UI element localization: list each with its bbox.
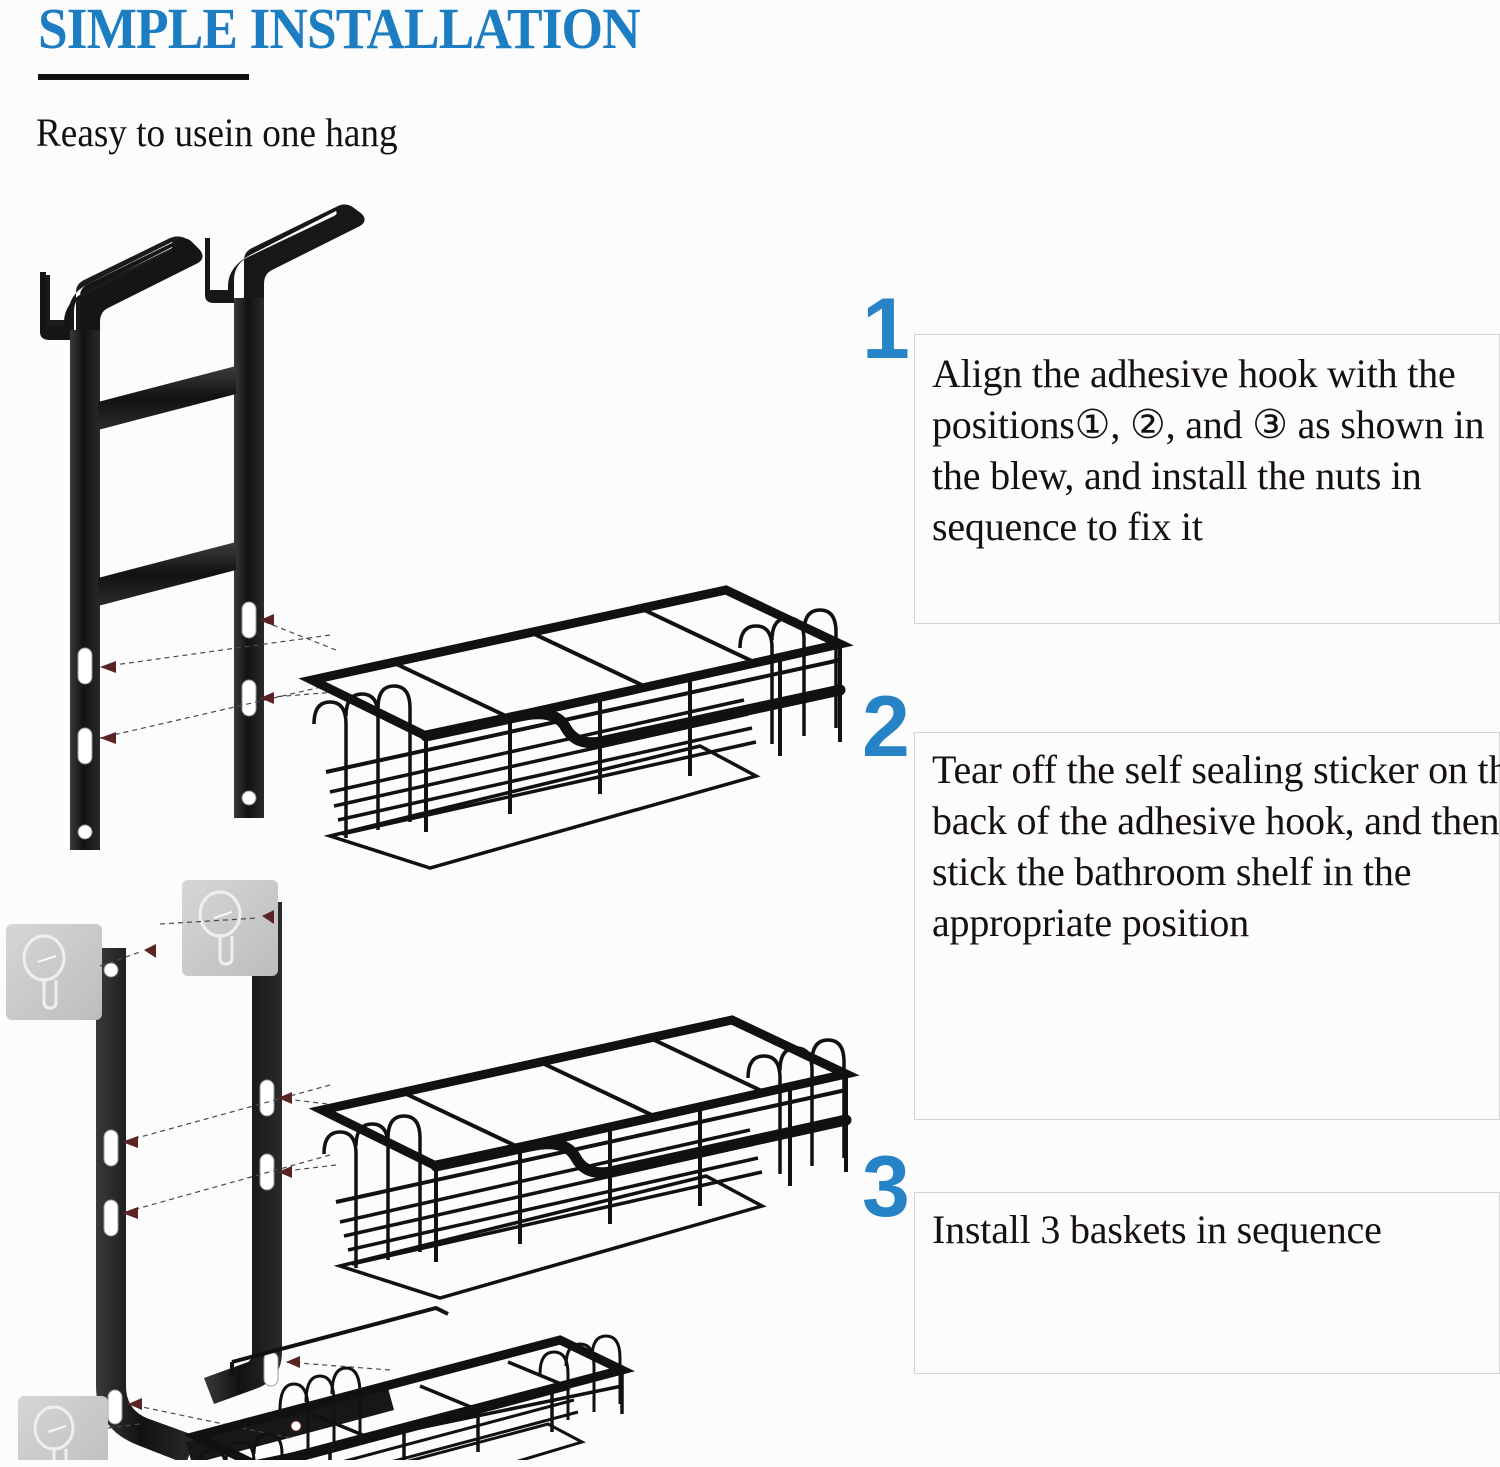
wire-basket <box>308 1015 860 1300</box>
lower-rail-section <box>96 902 394 1460</box>
rail-post-upper-right <box>234 298 264 818</box>
rail-post-lower-left <box>96 948 196 1460</box>
page-title: SIMPLE INSTALLATION <box>38 0 641 61</box>
mounting-hole <box>77 824 93 840</box>
step-description: Install 3 baskets in sequence <box>932 1207 1382 1252</box>
mounting-slot <box>103 1199 119 1237</box>
mounting-hole <box>103 962 119 978</box>
assembly-arrow-head <box>100 614 300 1410</box>
mounting-slot <box>77 727 93 765</box>
mounting-slot <box>241 679 257 717</box>
step-number: 3 <box>862 1139 910 1235</box>
wire-basket <box>183 1305 635 1460</box>
mounting-hole <box>241 790 257 806</box>
product-exploded-diagram <box>0 180 870 1460</box>
mounting-slot <box>107 1389 123 1425</box>
wire-basket <box>298 585 854 870</box>
step-number: 1 <box>862 281 910 377</box>
step-description: Tear off the self sealing sticker on the… <box>932 747 1500 945</box>
steps-list: 1 Align the adhesive hook with the posit… <box>862 286 1500 1426</box>
title-underline-rule <box>38 74 249 80</box>
rail-crossbar-top <box>98 366 236 430</box>
rail-crossbar-bottom <box>98 542 236 606</box>
rail-post-lower-right <box>204 902 282 1404</box>
mounting-slot <box>263 1351 279 1387</box>
adhesive-hook-sticker <box>182 880 278 976</box>
page-subtitle: Reasy to usein one hang <box>36 110 398 155</box>
step-description: Align the adhesive hook with the positio… <box>932 351 1485 549</box>
adhesive-hook-sticker <box>6 924 102 1020</box>
mounting-slot <box>103 1129 119 1167</box>
adhesive-hook-sticker <box>18 1396 108 1460</box>
mounting-slot <box>259 1079 275 1117</box>
header: SIMPLE INSTALLATION Reasy to usein one h… <box>0 0 900 180</box>
step-number: 2 <box>862 679 910 775</box>
rail-post-upper-left <box>70 330 100 850</box>
mounting-slot <box>241 601 257 639</box>
over-door-hook-rail <box>40 204 365 850</box>
mounting-slot <box>77 647 93 685</box>
